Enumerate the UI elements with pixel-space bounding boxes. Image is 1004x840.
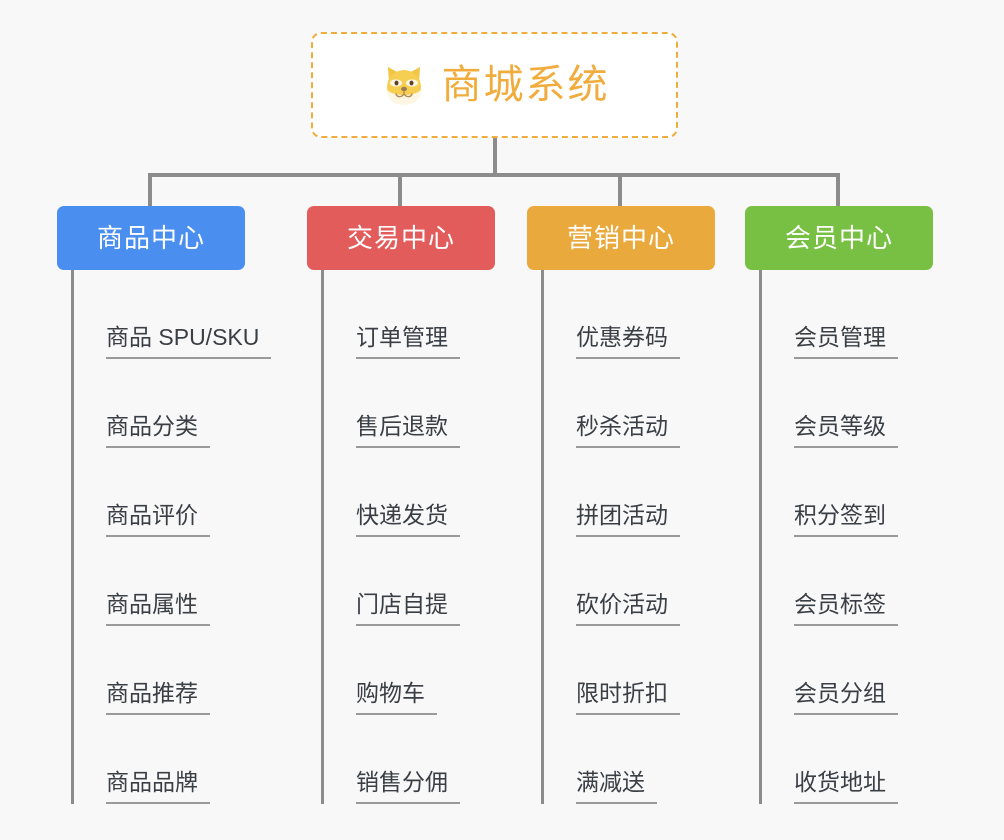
list-item[interactable]: 满减送 <box>544 715 715 804</box>
list-item[interactable]: 限时折扣 <box>544 626 715 715</box>
leaf-label: 订单管理 <box>356 326 460 359</box>
list-item[interactable]: 销售分佣 <box>324 715 495 804</box>
list-item[interactable]: 积分签到 <box>762 448 933 537</box>
list-item[interactable]: 收货地址 <box>762 715 933 804</box>
leaf-label: 销售分佣 <box>356 771 460 804</box>
list-item[interactable]: 商品分类 <box>74 359 245 448</box>
root-title: 商城系统 <box>441 63 610 107</box>
leaf-label: 商品属性 <box>106 593 210 626</box>
list-item[interactable]: 秒杀活动 <box>544 359 715 448</box>
list-item[interactable]: 拼团活动 <box>544 448 715 537</box>
list-item[interactable]: 会员等级 <box>762 359 933 448</box>
list-item[interactable]: 商品推荐 <box>74 626 245 715</box>
leaf-label: 满减送 <box>576 771 657 804</box>
leaf-label: 拼团活动 <box>576 504 680 537</box>
leaf-label: 快递发货 <box>356 504 460 537</box>
list-item[interactable]: 商品品牌 <box>74 715 245 804</box>
leaf-label: 会员管理 <box>794 326 898 359</box>
branch-column-3: 营销中心 优惠券码 秒杀活动 拼团活动 砍价活动 限时折扣 满减送 <box>527 206 715 804</box>
leaf-list-4: 会员管理 会员等级 积分签到 会员标签 会员分组 收货地址 <box>759 270 933 804</box>
list-item[interactable]: 商品属性 <box>74 537 245 626</box>
leaf-list-1: 商品 SPU/SKU 商品分类 商品评价 商品属性 商品推荐 商品品牌 <box>71 270 272 804</box>
leaf-label: 商品 SPU/SKU <box>106 326 272 359</box>
branch-column-4: 会员中心 会员管理 会员等级 积分签到 会员标签 会员分组 收货地址 <box>745 206 933 804</box>
leaf-label: 限时折扣 <box>576 682 680 715</box>
leaf-label: 门店自提 <box>356 593 460 626</box>
leaf-label: 砍价活动 <box>576 593 680 626</box>
leaf-label: 积分签到 <box>794 504 898 537</box>
leaf-label: 秒杀活动 <box>576 415 680 448</box>
list-item[interactable]: 优惠券码 <box>544 270 715 359</box>
root-node[interactable]: 商城系统 <box>311 32 678 138</box>
list-item[interactable]: 门店自提 <box>324 537 495 626</box>
connector-drop-1 <box>148 173 152 206</box>
leaf-label: 购物车 <box>356 682 437 715</box>
leaf-label: 优惠券码 <box>576 326 680 359</box>
leaf-label: 会员标签 <box>794 593 898 626</box>
leaf-list-3: 优惠券码 秒杀活动 拼团活动 砍价活动 限时折扣 满减送 <box>541 270 715 804</box>
shiba-dog-face-icon <box>380 61 428 109</box>
category-label-4: 会员中心 <box>784 223 893 253</box>
leaf-label: 会员等级 <box>794 415 898 448</box>
leaf-label: 商品评价 <box>106 504 210 537</box>
list-item[interactable]: 商品评价 <box>74 448 245 537</box>
connector-root-stem <box>493 138 497 176</box>
leaf-label: 商品品牌 <box>106 771 210 804</box>
leaf-list-2: 订单管理 售后退款 快递发货 门店自提 购物车 销售分佣 <box>321 270 495 804</box>
connector-drop-2 <box>398 173 402 206</box>
list-item[interactable]: 会员分组 <box>762 626 933 715</box>
list-item[interactable]: 订单管理 <box>324 270 495 359</box>
category-label-1: 商品中心 <box>96 223 205 253</box>
category-header-2[interactable]: 交易中心 <box>307 206 495 270</box>
list-item[interactable]: 砍价活动 <box>544 537 715 626</box>
connector-drop-3 <box>618 173 622 206</box>
branch-column-1: 商品中心 商品 SPU/SKU 商品分类 商品评价 商品属性 商品推荐 商品品牌 <box>57 206 272 804</box>
branch-column-2: 交易中心 订单管理 售后退款 快递发货 门店自提 购物车 销售分佣 <box>307 206 495 804</box>
list-item[interactable]: 商品 SPU/SKU <box>74 270 272 359</box>
connector-horizontal-bus <box>150 173 840 177</box>
connector-drop-4 <box>836 173 840 206</box>
leaf-label: 商品分类 <box>106 415 210 448</box>
list-item[interactable]: 会员标签 <box>762 537 933 626</box>
category-header-4[interactable]: 会员中心 <box>745 206 933 270</box>
category-label-3: 营销中心 <box>566 223 675 253</box>
category-label-2: 交易中心 <box>346 223 455 253</box>
list-item[interactable]: 快递发货 <box>324 448 495 537</box>
category-header-1[interactable]: 商品中心 <box>57 206 245 270</box>
list-item[interactable]: 售后退款 <box>324 359 495 448</box>
list-item[interactable]: 购物车 <box>324 626 495 715</box>
leaf-label: 会员分组 <box>794 682 898 715</box>
leaf-label: 收货地址 <box>794 771 898 804</box>
leaf-label: 商品推荐 <box>106 682 210 715</box>
list-item[interactable]: 会员管理 <box>762 270 933 359</box>
leaf-label: 售后退款 <box>356 415 460 448</box>
category-header-3[interactable]: 营销中心 <box>527 206 715 270</box>
